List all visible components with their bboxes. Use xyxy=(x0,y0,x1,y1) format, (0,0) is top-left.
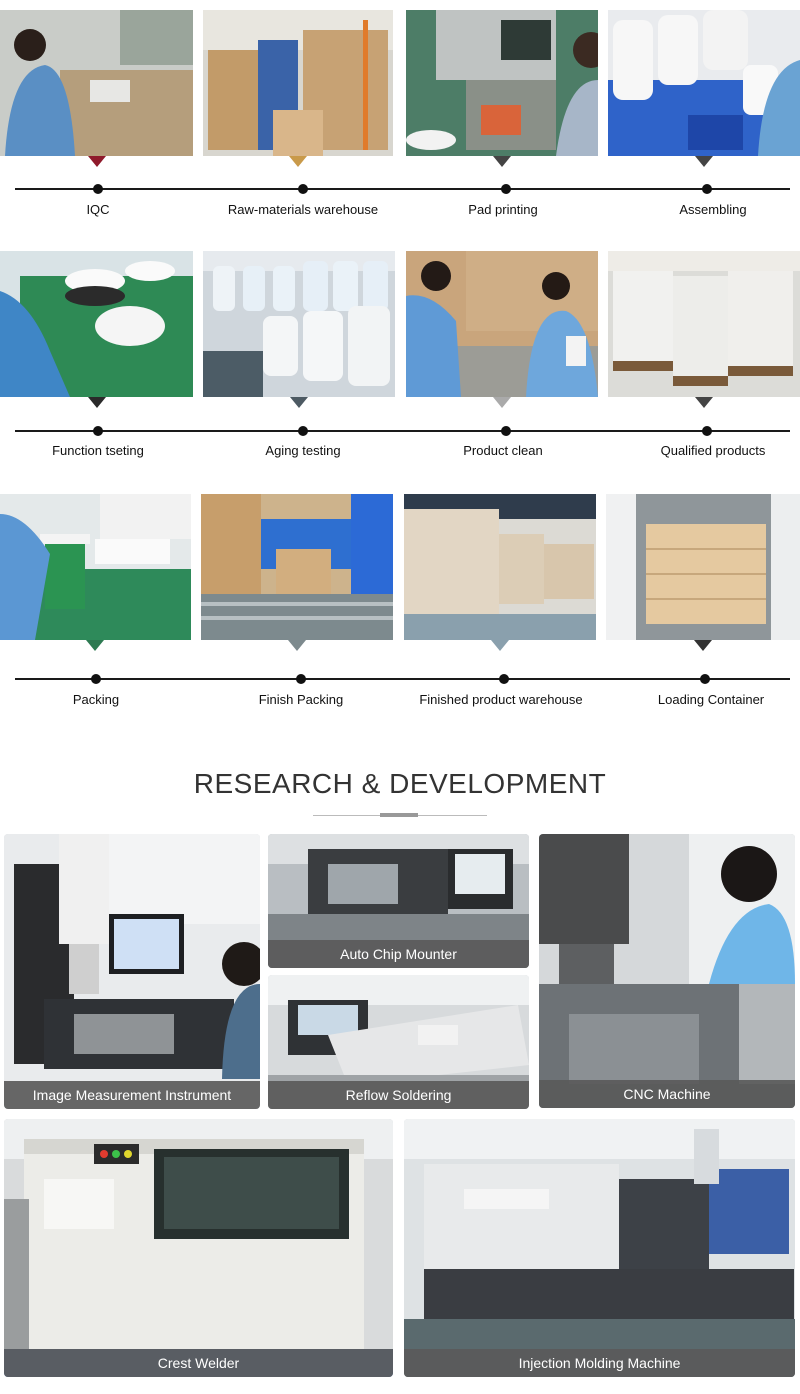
timeline-dot xyxy=(298,184,308,194)
rd-image-measurement-instrument: Image Measurement Instrument xyxy=(4,834,260,1109)
rd-auto-chip-mounter: Auto Chip Mounter xyxy=(268,834,529,968)
notch xyxy=(86,640,104,651)
step-label-qualified-products: Qualified products xyxy=(660,443,766,458)
step-label-iqc: IQC xyxy=(86,202,110,217)
step-label-product-clean: Product clean xyxy=(463,443,543,458)
notch xyxy=(695,397,713,408)
timeline-dot xyxy=(93,184,103,194)
rd-label: Injection Molding Machine xyxy=(404,1349,795,1377)
step-label-function-testing: Function tseting xyxy=(52,443,144,458)
notch xyxy=(290,397,308,408)
step-label-packing: Packing xyxy=(72,692,120,707)
photo-qualified-products xyxy=(608,251,800,397)
section-title: RESEARCH & DEVELOPMENT xyxy=(193,768,607,799)
photo-finish-packing xyxy=(201,494,393,640)
rd-reflow-soldering: Reflow Soldering xyxy=(268,975,529,1109)
timeline-dot xyxy=(91,674,101,684)
timeline-dot xyxy=(93,426,103,436)
timeline-row-3 xyxy=(15,678,790,680)
photo-finished-product-warehouse xyxy=(404,494,596,640)
timeline-dot xyxy=(700,674,710,684)
notch xyxy=(493,156,511,167)
timeline-dot xyxy=(702,426,712,436)
notch xyxy=(491,640,509,651)
rd-cnc-machine: CNC Machine xyxy=(539,834,795,1108)
timeline-row-1 xyxy=(15,188,790,190)
step-label-pad-printing: Pad printing xyxy=(468,202,538,217)
rd-injection-molding-machine: Injection Molding Machine xyxy=(404,1119,795,1377)
photo-assembling xyxy=(608,10,800,156)
photo-aging-testing xyxy=(203,251,395,397)
rd-label: Crest Welder xyxy=(4,1349,393,1377)
rd-label: Auto Chip Mounter xyxy=(268,940,529,968)
timeline-dot xyxy=(298,426,308,436)
timeline-dot xyxy=(499,674,509,684)
notch xyxy=(88,397,106,408)
photo-product-clean xyxy=(406,251,598,397)
photo-pad-printing xyxy=(406,10,598,156)
rd-label: Image Measurement Instrument xyxy=(4,1081,260,1109)
notch xyxy=(289,156,307,167)
notch xyxy=(288,640,306,651)
notch xyxy=(695,156,713,167)
timeline-dot xyxy=(702,184,712,194)
rd-crest-welder: Crest Welder xyxy=(4,1119,393,1377)
notch xyxy=(88,156,106,167)
photo-loading-container xyxy=(606,494,800,640)
rd-label: CNC Machine xyxy=(539,1080,795,1108)
photo-iqc xyxy=(0,10,193,156)
timeline-dot xyxy=(296,674,306,684)
notch xyxy=(493,397,511,408)
photo-raw-materials-warehouse xyxy=(203,10,393,156)
step-label-finished-product-warehouse: Finished product warehouse xyxy=(419,692,583,707)
rd-label: Reflow Soldering xyxy=(268,1081,529,1109)
step-label-finish-packing: Finish Packing xyxy=(258,692,344,707)
photo-function-testing xyxy=(0,251,193,397)
step-label-loading-container: Loading Container xyxy=(657,692,765,707)
step-label-aging-testing: Aging testing xyxy=(265,443,341,458)
timeline-dot xyxy=(501,184,511,194)
photo-packing xyxy=(0,494,191,640)
step-label-raw-materials-warehouse: Raw-materials warehouse xyxy=(227,202,379,217)
timeline-dot xyxy=(501,426,511,436)
notch xyxy=(694,640,712,651)
timeline-row-2 xyxy=(15,430,790,432)
title-divider-accent xyxy=(380,813,418,817)
step-label-assembling: Assembling xyxy=(679,202,747,217)
